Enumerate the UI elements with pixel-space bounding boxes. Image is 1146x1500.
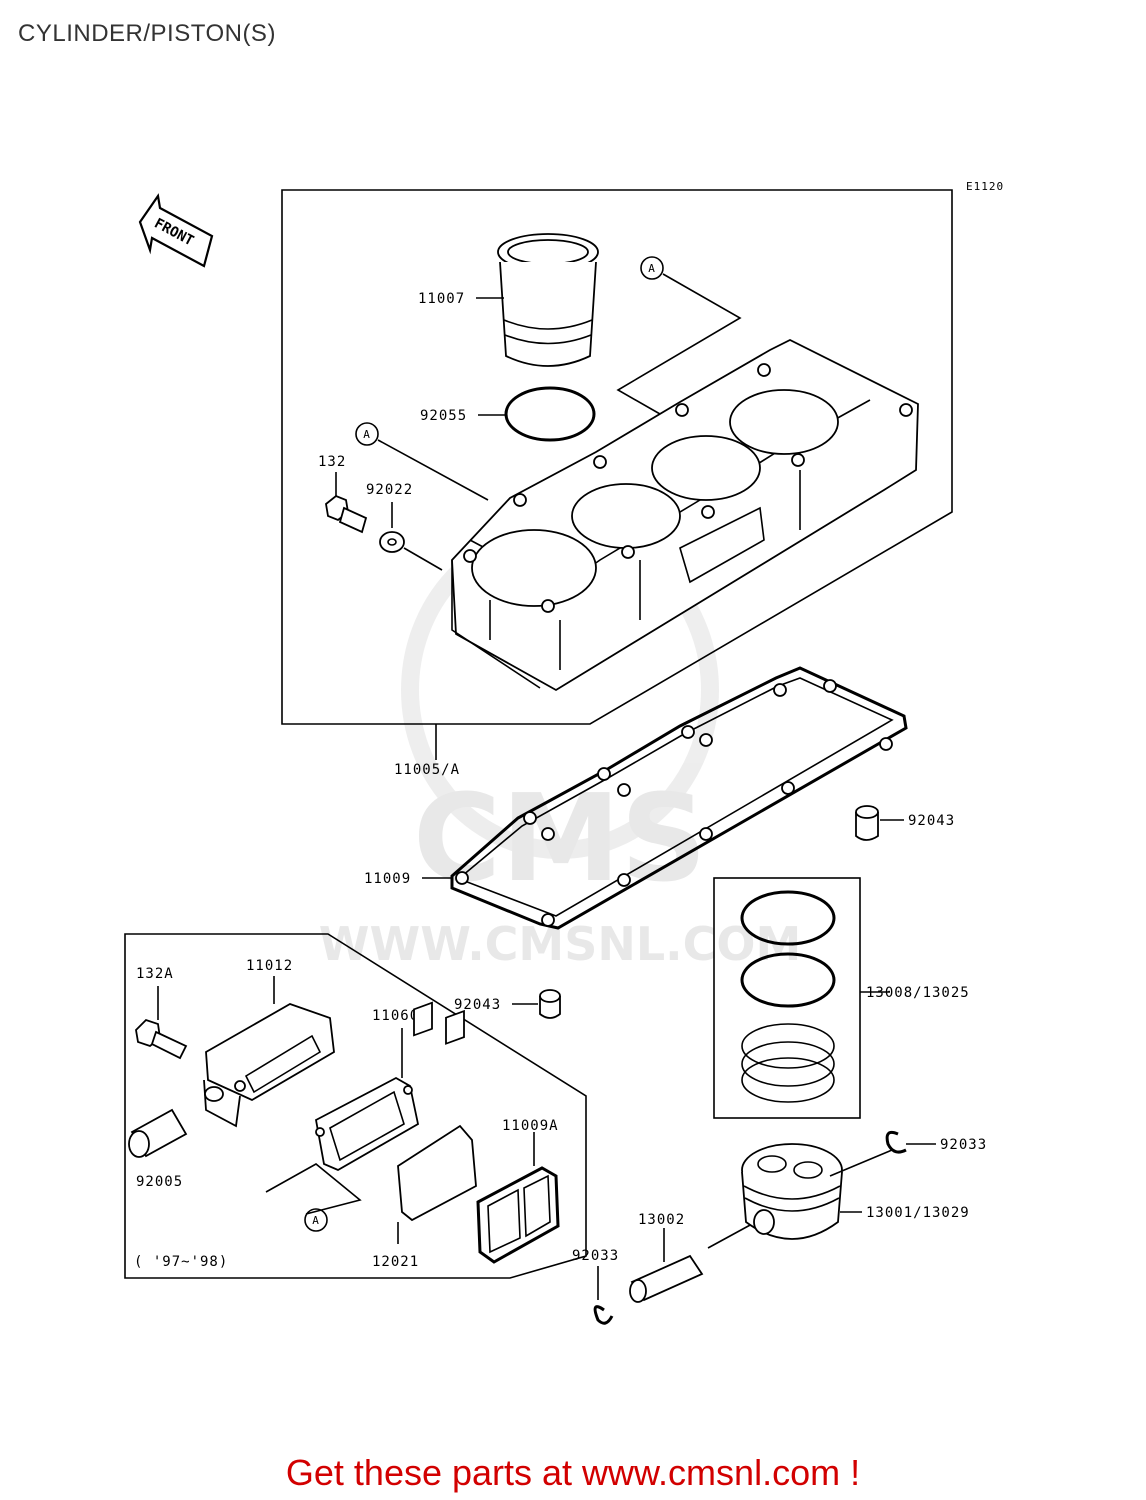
- label-92033-upper: 92033: [940, 1137, 987, 1153]
- ref-a-bottom: A: [312, 1214, 320, 1227]
- cylinder-block: [451, 338, 919, 692]
- piston: [741, 1143, 843, 1240]
- dowel-pin-middle: [539, 989, 561, 1019]
- circlip-upper: [885, 1130, 907, 1154]
- label-11009: 11009: [364, 871, 411, 887]
- ref-a-left: A: [363, 428, 371, 441]
- label-11009a: 11009A: [502, 1118, 559, 1134]
- label-13001-13029: 13001/13029: [866, 1205, 970, 1221]
- dowel-pin: [855, 805, 879, 841]
- watermark-logo: CMS: [413, 770, 707, 909]
- o-ring: [504, 386, 596, 442]
- piston-pin: [629, 1254, 704, 1303]
- label-11060: 11060: [372, 1008, 419, 1024]
- years-note: ( '97~'98): [134, 1254, 228, 1270]
- label-13008-13025: 13008/13025: [866, 985, 970, 1001]
- label-92043-right: 92043: [908, 813, 955, 829]
- reed-gasket: [476, 1166, 560, 1264]
- washer: [379, 531, 405, 553]
- cylinder-group-frame: [281, 189, 953, 725]
- label-11012: 11012: [246, 958, 293, 974]
- valve-gasket: [314, 1076, 420, 1172]
- watermark-url: WWW.CMSNL.COM: [319, 917, 802, 971]
- bolt: [325, 494, 368, 534]
- air-valve-group-frame: [124, 933, 587, 1279]
- label-12021: 12021: [372, 1254, 419, 1270]
- label-92043-middle: 92043: [454, 997, 501, 1013]
- label-92055: 92055: [420, 408, 467, 424]
- ref-a-top: A: [648, 262, 656, 275]
- label-92005: 92005: [136, 1174, 183, 1190]
- piston-rings: [740, 890, 836, 1103]
- reed-valve: [397, 1001, 477, 1222]
- cylinder-sleeve: [497, 233, 599, 367]
- pipe: [128, 1108, 188, 1158]
- label-132: 132: [318, 454, 346, 470]
- circlip-lower: [593, 1305, 614, 1325]
- diagram-code: E1120: [966, 180, 1004, 193]
- front-arrow-icon: FRONT: [138, 193, 214, 268]
- page-title: CYLINDER/PISTON(S): [18, 20, 276, 47]
- label-92022: 92022: [366, 482, 413, 498]
- head-gasket: [450, 666, 908, 930]
- label-92033-lower: 92033: [572, 1248, 619, 1264]
- label-11007: 11007: [418, 291, 465, 307]
- label-132a: 132A: [136, 966, 174, 982]
- label-11005a: 11005/A: [394, 762, 460, 778]
- piston-rings-frame: [713, 877, 861, 1119]
- label-13002: 13002: [638, 1212, 685, 1228]
- footer-link-text[interactable]: Get these parts at www.cmsnl.com !: [285, 1452, 861, 1493]
- valve-cover: [203, 1003, 335, 1128]
- bolt-132a: [135, 1018, 188, 1060]
